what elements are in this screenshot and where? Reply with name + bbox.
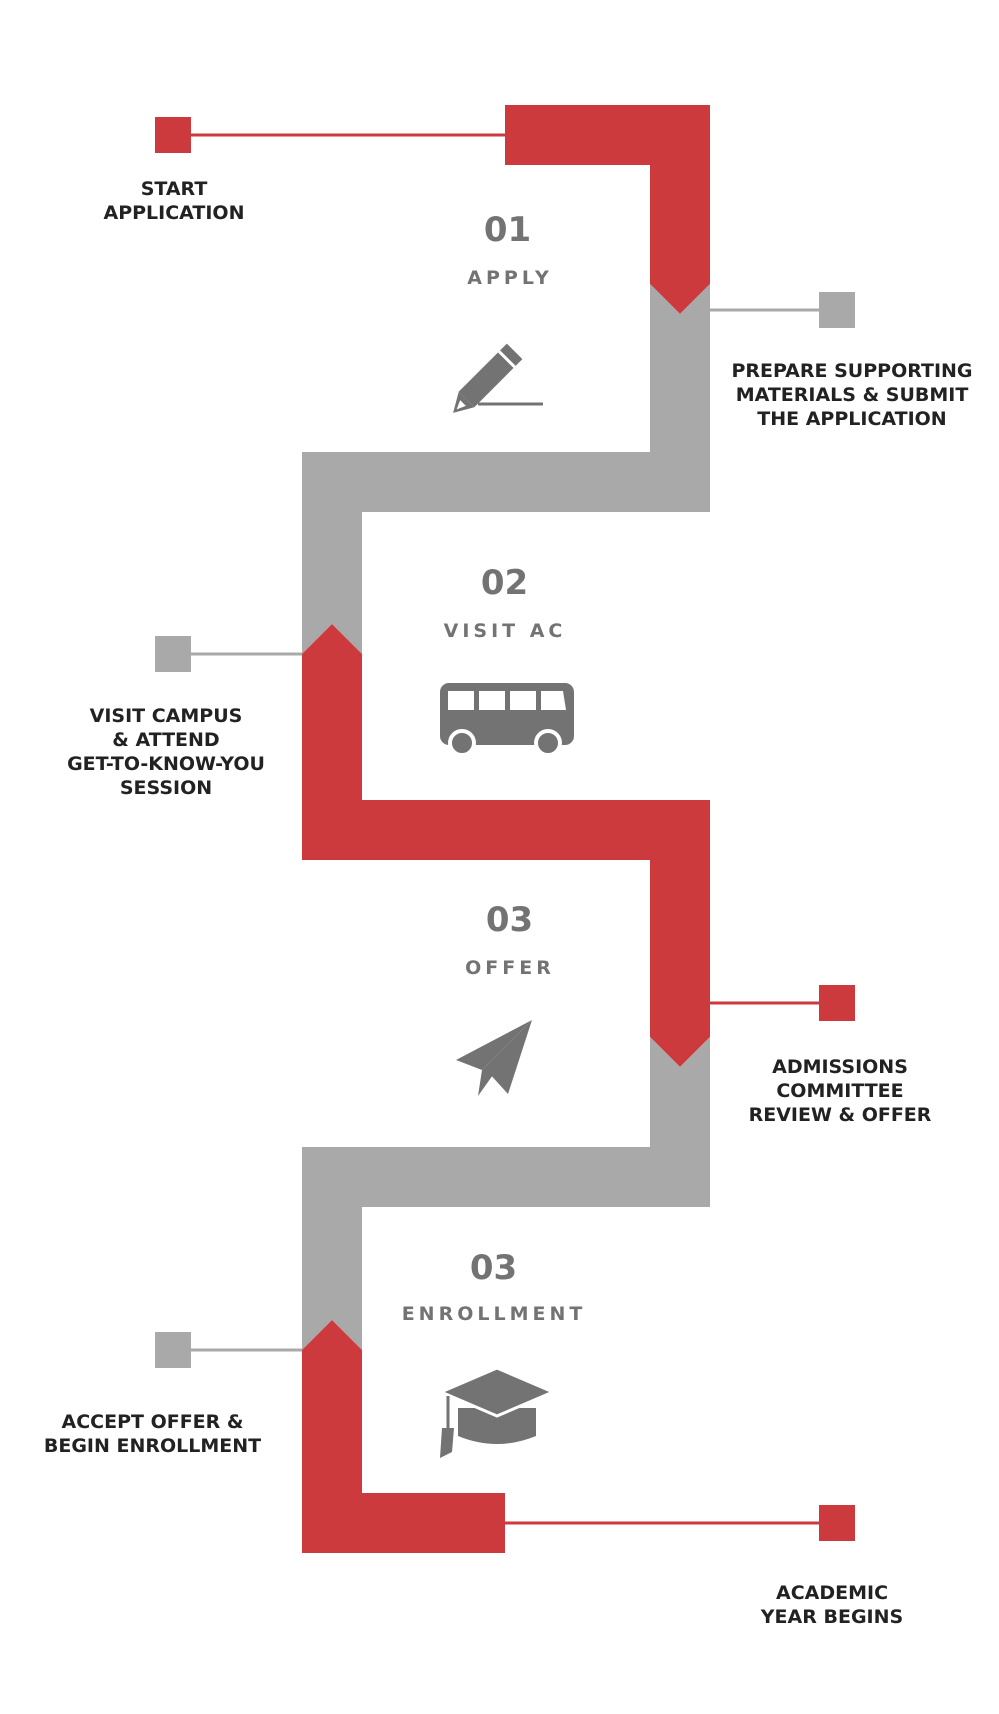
milestone-line: MATERIALS & SUBMIT xyxy=(735,384,969,406)
milestone-line: SESSION xyxy=(119,777,213,799)
milestone-visit-campus: VISIT CAMPUS & ATTEND GET-TO-KNOW-YOU SE… xyxy=(46,704,286,800)
path-segment-apply xyxy=(505,105,710,314)
step-title-apply: APPLY xyxy=(467,267,553,289)
path-segment-visit xyxy=(302,284,710,654)
milestone-accept-offer: ACCEPT OFFER & BEGIN ENROLLMENT xyxy=(30,1410,275,1458)
milestone-academic-year: ACADEMIC YEAR BEGINS xyxy=(732,1581,932,1629)
milestone-line: PREPARE SUPPORTING xyxy=(731,360,973,382)
milestone-line: APPLICATION xyxy=(103,202,245,224)
path-segment-begin xyxy=(302,1320,505,1553)
marker-start xyxy=(155,117,191,153)
bus-icon xyxy=(440,683,574,757)
step-title-visit: VISIT AC xyxy=(443,620,567,642)
milestone-line: ACCEPT OFFER & xyxy=(61,1411,244,1433)
milestone-prepare-materials: PREPARE SUPPORTING MATERIALS & SUBMIT TH… xyxy=(712,359,992,431)
step-number-apply: 01 xyxy=(483,210,532,250)
pencil-icon xyxy=(453,343,523,413)
milestone-line: START xyxy=(140,178,208,200)
paper-plane-icon xyxy=(456,1020,532,1096)
step-number-enroll: 03 xyxy=(469,1248,518,1288)
marker-accept xyxy=(155,1332,191,1368)
step-title-offer: OFFER xyxy=(465,957,555,979)
milestone-line: & ATTEND xyxy=(112,729,220,751)
milestone-line: THE APPLICATION xyxy=(757,408,947,430)
marker-visit xyxy=(155,636,191,672)
marker-academic xyxy=(819,1505,855,1541)
milestone-line: GET-TO-KNOW-YOU xyxy=(67,753,265,775)
marker-prepare xyxy=(819,292,855,328)
path-segment-enroll xyxy=(302,1037,710,1350)
milestone-line: YEAR BEGINS xyxy=(760,1606,904,1628)
milestone-start-application: START APPLICATION xyxy=(74,177,274,225)
step-number-offer: 03 xyxy=(485,900,534,940)
milestone-line: ADMISSIONS xyxy=(772,1056,908,1078)
milestone-committee-review: ADMISSIONS COMMITTEE REVIEW & OFFER xyxy=(735,1055,945,1127)
milestone-line: ACADEMIC xyxy=(775,1582,889,1604)
milestone-line: COMMITTEE xyxy=(776,1080,904,1102)
path-segment-offer xyxy=(302,624,710,1067)
marker-review xyxy=(819,985,855,1021)
graduation-cap-icon xyxy=(437,1366,557,1458)
step-title-enroll: ENROLLMENT xyxy=(401,1303,587,1325)
milestone-line: REVIEW & OFFER xyxy=(748,1104,932,1126)
milestone-line: BEGIN ENROLLMENT xyxy=(43,1435,262,1457)
step-number-visit: 02 xyxy=(480,563,529,603)
milestone-line: VISIT CAMPUS xyxy=(89,705,243,727)
